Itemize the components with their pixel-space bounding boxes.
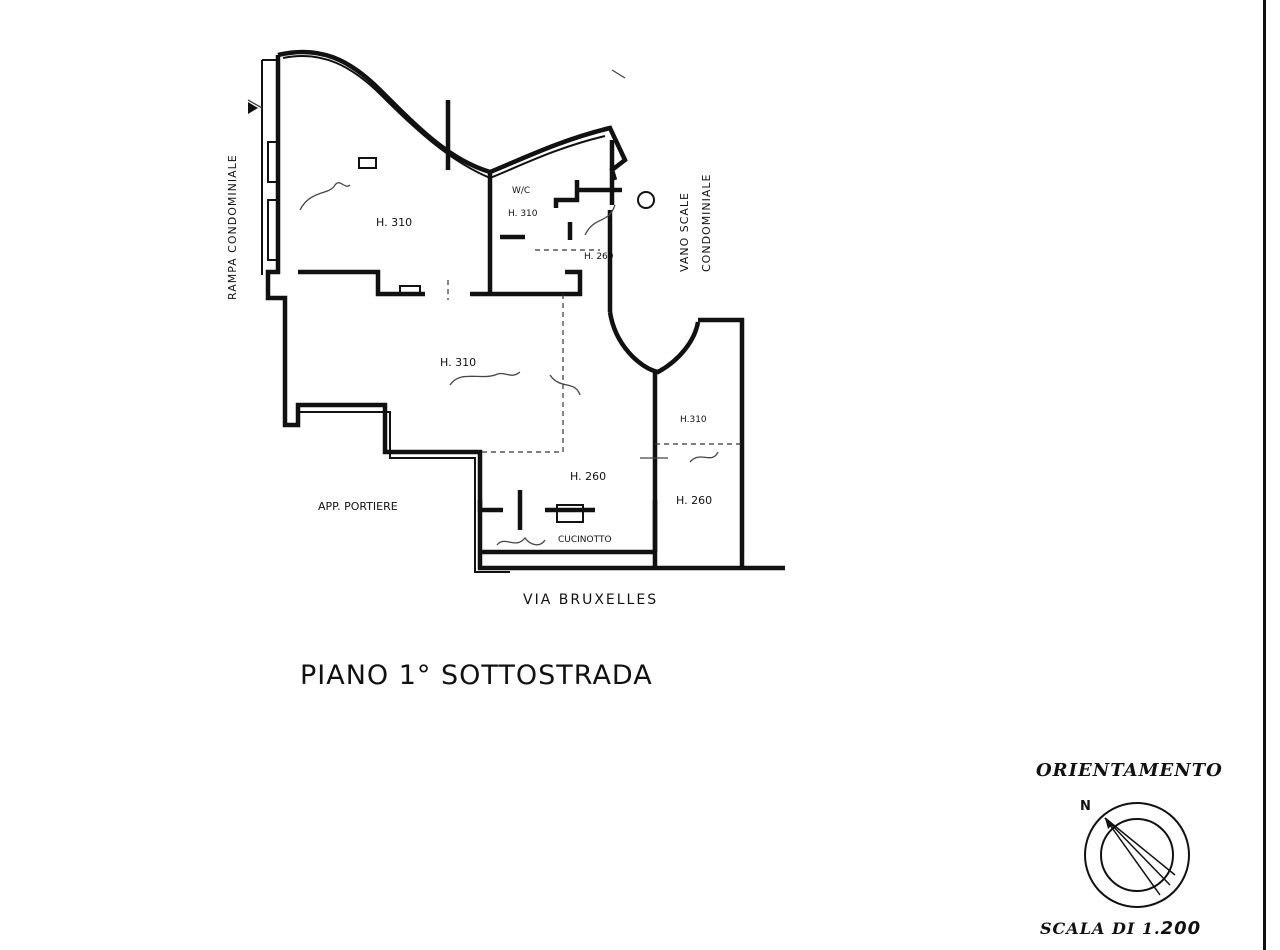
- scale-value: 200: [1160, 918, 1202, 939]
- exterior-walls: [261, 49, 785, 573]
- compass-north-label: N: [1080, 799, 1091, 814]
- compass-icon: [1084, 802, 1190, 908]
- room-wc-title: W/C: [512, 186, 530, 196]
- stairwell-label-1: VANO SCALE: [678, 192, 691, 272]
- plan-title: PIANO 1° SOTTOSTRADA: [300, 660, 653, 691]
- scale-prefix: SCALA DI 1.: [1040, 919, 1161, 938]
- orientation-heading: ORIENTAMENTO: [1036, 760, 1223, 781]
- interior-walls: [267, 100, 658, 555]
- stairwell-label-2: CONDOMINIALE: [700, 173, 713, 272]
- page-border: [1263, 0, 1266, 950]
- room-height-right-top: H.310: [680, 415, 707, 425]
- dashed-lines: [447, 249, 742, 453]
- ramp-label: RAMPA CONDOMINIALE: [226, 154, 239, 300]
- room-height-central: H. 310: [440, 356, 476, 369]
- adjacent-unit-label: APP. PORTIERE: [318, 500, 398, 513]
- room-height-kitchen-area: H. 260: [570, 470, 606, 483]
- room-height-main-top: H. 310: [376, 216, 412, 229]
- entry-arrow-icon: [248, 102, 258, 114]
- street-label: VIA BRUXELLES: [523, 592, 658, 608]
- room-kitchen-label: CUCINOTTO: [558, 535, 612, 545]
- room-height-right-bottom: H. 260: [676, 494, 712, 507]
- room-height-hall: H. 260: [584, 252, 614, 262]
- room-height-wc: H. 310: [508, 209, 538, 219]
- scale-label: SCALA DI 1.200: [1040, 918, 1201, 939]
- handwritten-marks: [247, 69, 719, 546]
